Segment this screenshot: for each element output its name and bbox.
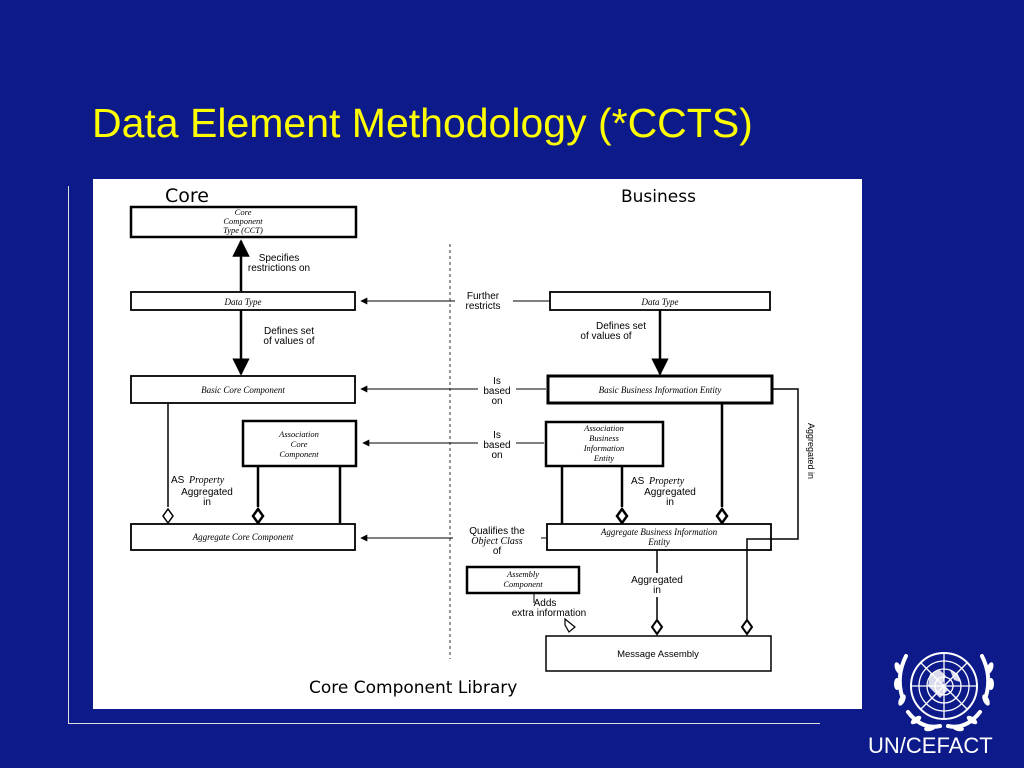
core-data-type-box[interactable]: Data Type bbox=[130, 291, 356, 311]
cct-box[interactable]: Core Component Type (CCT) bbox=[129, 205, 358, 239]
abie-line-1: Aggregate Business Information bbox=[600, 527, 718, 537]
is-based-2-line-2: based bbox=[483, 440, 510, 451]
asbie-line-4: Entity bbox=[593, 453, 615, 463]
business-header: Business bbox=[621, 187, 696, 207]
association-business-information-entity-box[interactable]: Association Business Information Entity bbox=[544, 420, 665, 468]
assembly-component-box[interactable]: Assembly Component bbox=[465, 565, 581, 595]
message-assembly-label: Message Assembly bbox=[617, 649, 699, 660]
defines-right-label-2: of values of bbox=[580, 331, 631, 342]
adds-arrowhead bbox=[564, 617, 576, 633]
asbie-line-3: Information bbox=[583, 443, 625, 453]
diagram-panel: Core Business Core Component Library Cor… bbox=[93, 179, 862, 709]
un-emblem-icon bbox=[894, 652, 994, 732]
abie-line-2: Entity bbox=[647, 537, 670, 547]
acc-label: Aggregate Core Component bbox=[192, 532, 294, 542]
slide-title: Data Element Methodology (*CCTS) bbox=[92, 100, 753, 146]
bbie-aggregation-diamond bbox=[715, 506, 729, 526]
adds-line-2: extra information bbox=[512, 608, 586, 619]
as-property-left-2: Property bbox=[188, 475, 225, 486]
basic-business-information-entity-box[interactable]: Basic Business Information Entity bbox=[546, 374, 774, 405]
further-label-1: Further bbox=[467, 291, 500, 302]
ascc-line-3: Component bbox=[279, 449, 319, 459]
bbie-to-message-path bbox=[746, 388, 799, 619]
cct-line-1: Core bbox=[235, 207, 252, 217]
qualifies-line-2: Object Class bbox=[471, 536, 522, 547]
as-property-right-4: in bbox=[666, 497, 674, 508]
divider-vertical bbox=[68, 186, 69, 724]
defines-right-label-1: Defines set bbox=[596, 321, 646, 332]
defines-left-label-1: Defines set bbox=[264, 326, 314, 337]
divider-horizontal bbox=[68, 723, 820, 724]
aggregate-core-component-box[interactable]: Aggregate Core Component bbox=[130, 523, 356, 551]
as-property-right-1: AS bbox=[631, 476, 645, 487]
ascc-line-2: Core bbox=[291, 439, 308, 449]
as-property-left-3: Aggregated bbox=[181, 487, 233, 498]
basic-core-component-box[interactable]: Basic Core Component bbox=[130, 375, 356, 404]
library-caption: Core Component Library bbox=[309, 678, 517, 698]
asbie-line-2: Business bbox=[589, 433, 619, 443]
as-property-right-3: Aggregated bbox=[644, 487, 696, 498]
bbie-label: Basic Business Information Entity bbox=[599, 385, 722, 395]
specifies-label-2: restrictions on bbox=[248, 263, 310, 274]
is-based-1-line-1: Is bbox=[493, 376, 501, 387]
bcc-label: Basic Core Component bbox=[201, 385, 285, 395]
as-property-left-4: in bbox=[203, 497, 211, 508]
defines-left-label-2: of values of bbox=[263, 336, 314, 347]
is-based-1-line-2: based bbox=[483, 386, 510, 397]
assembly-component-line-1: Assembly bbox=[506, 569, 539, 579]
association-core-component-box[interactable]: Association Core Component bbox=[241, 419, 358, 468]
qualifies-line-1: Qualifies the bbox=[469, 526, 525, 537]
aggregated-in-line-2: in bbox=[653, 585, 661, 596]
business-data-type-box[interactable]: Data Type bbox=[549, 291, 771, 311]
ccts-diagram: Core Business Core Component Library Cor… bbox=[129, 185, 816, 698]
asbie-line-1: Association bbox=[583, 423, 624, 433]
vertical-aggregated-label: Aggregated in bbox=[806, 423, 816, 479]
cct-line-2: Component bbox=[223, 216, 263, 226]
adds-line-1: Adds bbox=[534, 598, 557, 609]
core-data-type-label: Data Type bbox=[223, 297, 261, 307]
assembly-component-line-2: Component bbox=[503, 579, 543, 589]
business-data-type-label: Data Type bbox=[640, 297, 678, 307]
bcc-aggregation-diamond bbox=[162, 507, 174, 525]
is-based-1-line-3: on bbox=[491, 396, 502, 407]
bbie-message-diamond bbox=[740, 618, 754, 636]
aggregated-in-line-1: Aggregated bbox=[631, 575, 683, 586]
message-assembly-box[interactable]: Message Assembly bbox=[545, 635, 772, 672]
further-label-2: restricts bbox=[466, 301, 501, 312]
aggregate-business-information-entity-box[interactable]: Aggregate Business Information Entity bbox=[546, 523, 772, 551]
cct-line-3: Type (CCT) bbox=[223, 225, 263, 235]
abie-message-diamond bbox=[650, 618, 664, 636]
as-property-right-2: Property bbox=[648, 476, 685, 487]
core-header: Core bbox=[165, 185, 209, 207]
is-based-2-line-1: Is bbox=[493, 430, 501, 441]
ascc-line-1: Association bbox=[278, 429, 319, 439]
qualifies-line-3: of bbox=[493, 546, 502, 557]
is-based-2-line-3: on bbox=[491, 450, 502, 461]
specifies-label-1: Specifies bbox=[259, 253, 300, 264]
asbie-aggregation-diamond bbox=[615, 506, 629, 526]
ascc-aggregation-diamond bbox=[251, 506, 265, 526]
as-property-left-1: AS bbox=[171, 475, 185, 486]
organization-name: UN/CEFACT bbox=[868, 733, 993, 758]
